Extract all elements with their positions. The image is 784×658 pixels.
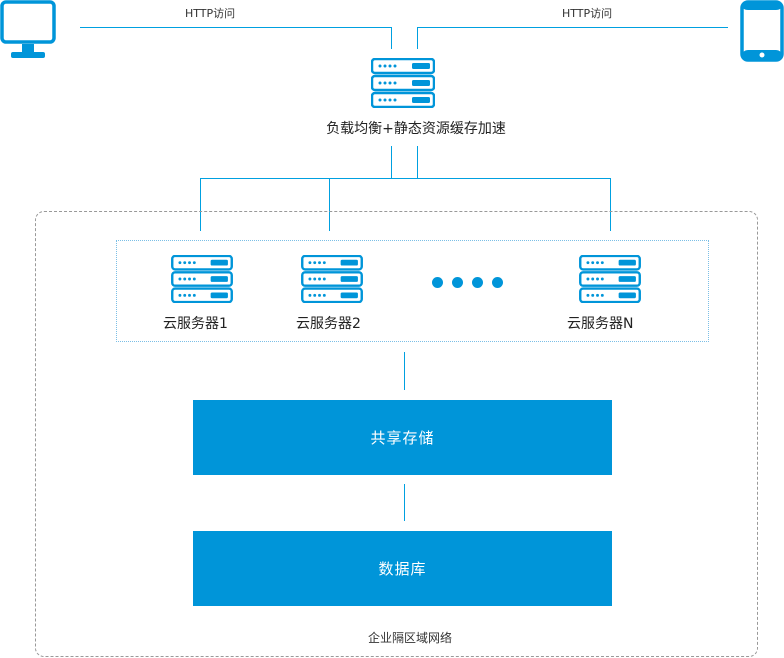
server-cluster-box (116, 240, 709, 342)
server-rack-icon (300, 255, 364, 303)
connector-right-vertical (417, 27, 418, 49)
server-rack-icon (371, 58, 435, 108)
bus-drop-server-2 (329, 178, 330, 231)
ellipsis-dot (452, 277, 463, 288)
http-access-label-left: HTTP访问 (185, 7, 236, 20)
connector-right-horizontal (417, 27, 728, 28)
server-1-label: 云服务器1 (163, 316, 228, 332)
ellipsis-dot (432, 277, 443, 288)
lb-down-line-left (391, 146, 392, 178)
ellipsis-dot (472, 277, 483, 288)
distribution-bus (200, 178, 611, 179)
bus-drop-server-n (610, 178, 611, 231)
server-rack-icon (170, 255, 234, 303)
http-access-label-right: HTTP访问 (562, 7, 613, 20)
server-n-label: 云服务器N (567, 316, 634, 332)
enterprise-network-label: 企业隔区域网络 (367, 631, 452, 645)
server-rack-icon (578, 255, 642, 303)
shared-storage-block: 共享存储 (193, 400, 612, 475)
connector-left-vertical (391, 27, 392, 49)
enterprise-network-boundary (35, 211, 758, 657)
ellipsis-dot (492, 277, 503, 288)
monitor-icon (0, 0, 56, 62)
storage-to-database-line (404, 484, 405, 521)
lb-down-line-right (417, 146, 418, 178)
shared-storage-label: 共享存储 (370, 429, 435, 447)
server-2-label: 云服务器2 (296, 316, 361, 332)
load-balancer-label: 负载均衡+静态资源缓存加速 (326, 121, 506, 137)
bus-drop-server-1 (200, 178, 201, 231)
mobile-phone-icon (740, 0, 784, 62)
connector-left-horizontal (80, 27, 392, 28)
cluster-to-storage-line (404, 352, 405, 390)
database-block: 数据库 (193, 531, 612, 606)
database-label: 数据库 (378, 560, 427, 578)
